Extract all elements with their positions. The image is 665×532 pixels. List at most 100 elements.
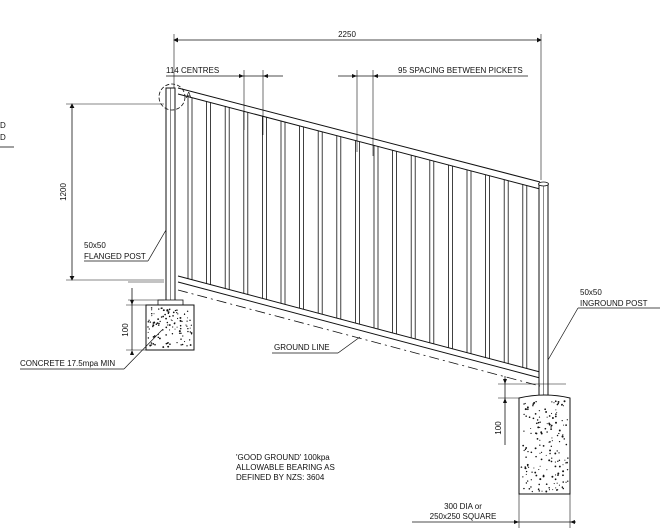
- concrete-speck: [565, 462, 567, 464]
- concrete-speck: [539, 478, 542, 481]
- concrete-speck: [555, 487, 557, 489]
- concrete-speck: [550, 426, 552, 428]
- concrete-speck: [159, 320, 161, 323]
- concrete-speck: [147, 331, 149, 333]
- concrete-speck: [151, 309, 153, 311]
- concrete-speck: [176, 326, 178, 328]
- concrete-speck: [551, 457, 553, 459]
- concrete-speck: [187, 330, 189, 333]
- ground-note-line-1: 'GOOD GROUND' 100kpa: [236, 453, 330, 462]
- concrete-speck: [554, 465, 557, 468]
- concrete-speck: [153, 321, 156, 324]
- flanged-post-label: FLANGED POST: [84, 252, 146, 261]
- concrete-speck: [527, 480, 529, 482]
- concrete-speck: [567, 457, 569, 459]
- concrete-speck: [154, 343, 156, 346]
- concrete-speck: [526, 406, 529, 409]
- concrete-speck: [562, 470, 565, 473]
- concrete-speck: [162, 315, 165, 318]
- concrete-speck: [532, 417, 535, 420]
- concrete-speck: [160, 307, 163, 310]
- pickets: [187, 96, 528, 369]
- concrete-speck: [536, 419, 539, 421]
- concrete-speck: [186, 345, 188, 347]
- concrete-speck: [523, 403, 525, 405]
- concrete-speck: [158, 337, 161, 340]
- concrete-speck: [179, 327, 182, 330]
- concrete-speck: [548, 487, 550, 489]
- concrete-speck: [548, 459, 551, 462]
- concrete-speck: [563, 424, 565, 426]
- concrete-speck: [562, 474, 564, 477]
- concrete-speck: [176, 311, 178, 314]
- concrete-speck: [171, 319, 173, 322]
- concrete-speck: [525, 482, 528, 484]
- concrete-speck: [153, 313, 155, 315]
- concrete-speck: [158, 308, 160, 310]
- concrete-speck: [554, 478, 557, 481]
- concrete-speck: [147, 326, 149, 328]
- concrete-speck: [525, 473, 527, 475]
- concrete-speck: [165, 342, 168, 345]
- concrete-speck: [168, 324, 171, 326]
- concrete-speck: [567, 480, 569, 482]
- concrete-speck: [538, 483, 541, 486]
- overall-width-dimension: 2250: [173, 30, 542, 180]
- right-footing-dimension-label: 100: [494, 421, 503, 435]
- concrete-speck: [556, 434, 559, 437]
- concrete-speck: [548, 415, 551, 417]
- concrete-speck: [550, 428, 553, 431]
- concrete-speck: [540, 451, 543, 453]
- concrete-speck: [165, 317, 167, 320]
- concrete-speck: [539, 421, 541, 423]
- concrete-speck: [558, 459, 561, 462]
- spacing-label: 95 SPACING BETWEEN PICKETS: [398, 66, 523, 75]
- concrete-speck: [524, 448, 527, 451]
- concrete-speck: [148, 328, 150, 330]
- concrete-speck: [555, 413, 557, 416]
- concrete-speck: [566, 419, 568, 421]
- concrete-speck: [549, 441, 551, 443]
- concrete-speck: [189, 331, 191, 333]
- concrete-speck: [180, 344, 182, 346]
- concrete-speck: [162, 346, 165, 348]
- concrete-speck: [527, 450, 529, 453]
- concrete-speck: [539, 439, 541, 441]
- concrete-speck: [558, 429, 561, 432]
- detail-marker-label: A: [186, 91, 192, 100]
- concrete-speck: [551, 437, 553, 439]
- concrete-speck: [189, 344, 192, 346]
- concrete-speck: [164, 313, 166, 316]
- concrete-speck: [165, 326, 168, 329]
- left-footing-texture: [147, 307, 193, 348]
- concrete-speck: [545, 411, 548, 413]
- concrete-speck: [551, 401, 553, 403]
- concrete-speck: [548, 422, 551, 425]
- inground-post-cap: [538, 181, 549, 187]
- concrete-speck: [176, 309, 178, 311]
- concrete-speck: [169, 343, 171, 346]
- concrete-speck: [160, 316, 163, 318]
- concrete-speck: [532, 405, 534, 407]
- concrete-speck: [554, 474, 557, 476]
- concrete-speck: [176, 342, 178, 344]
- concrete-speck: [170, 319, 172, 321]
- height-label: 1200: [59, 183, 68, 201]
- concrete-speck: [528, 416, 531, 419]
- concrete-speck: [563, 400, 566, 403]
- inground-post-label: INGROUND POST: [580, 299, 648, 308]
- concrete-speck: [165, 334, 167, 336]
- concrete-speck: [558, 432, 560, 435]
- concrete-speck: [536, 437, 539, 440]
- concrete-speck: [535, 400, 537, 403]
- concrete-speck: [168, 315, 171, 318]
- concrete-speck: [540, 458, 543, 461]
- concrete-speck: [180, 338, 182, 340]
- concrete-speck: [540, 431, 543, 434]
- concrete-speck: [525, 456, 527, 458]
- concrete-speck: [530, 451, 533, 454]
- concrete-speck: [538, 416, 541, 418]
- concrete-speck: [174, 328, 176, 330]
- concrete-speck: [155, 323, 158, 325]
- concrete-speck: [152, 335, 155, 338]
